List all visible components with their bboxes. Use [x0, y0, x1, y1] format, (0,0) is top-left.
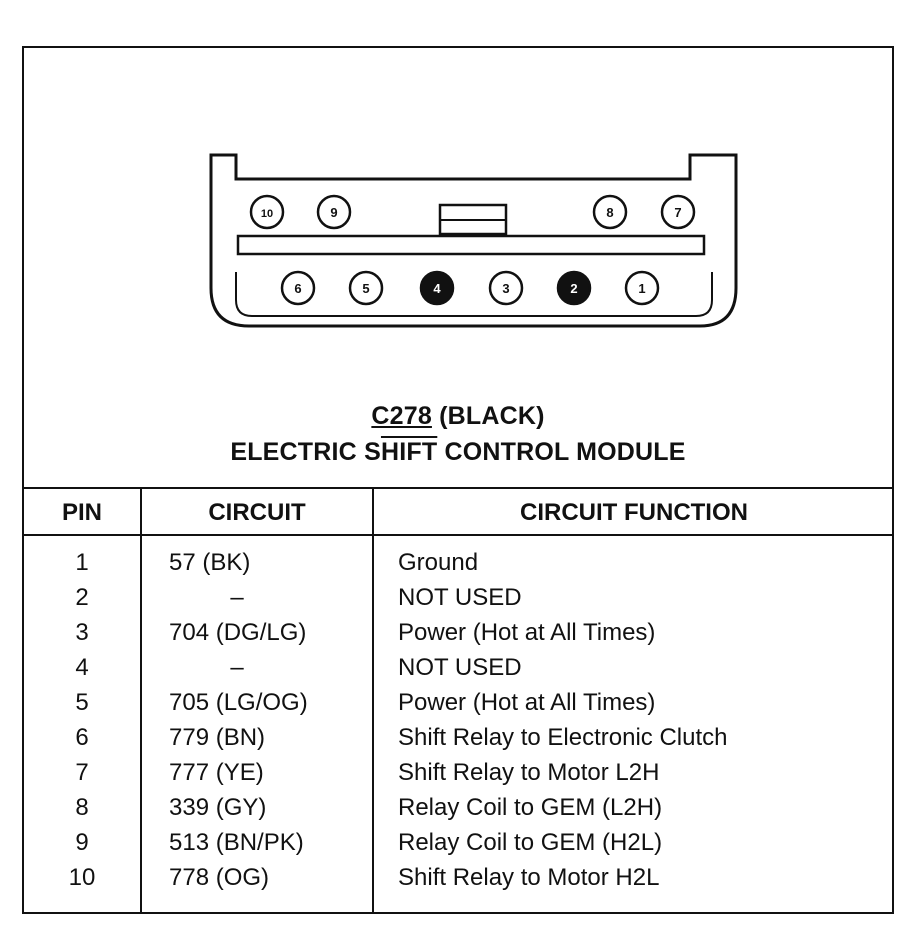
header-pin: PIN — [61, 499, 102, 526]
pin-10: 10 — [249, 194, 285, 230]
table-row: 6 779 (BN) Shift Relay to Electronic Clutc… — [24, 720, 892, 755]
pin-4: 4 — [419, 270, 455, 306]
function-cell: Shift Relay to Motor L2H — [398, 759, 660, 786]
pin-cell: 3 — [75, 619, 89, 646]
pin-8: 8 — [592, 194, 628, 230]
pin-5: 5 — [348, 270, 384, 306]
function-cell: NOT USED — [398, 584, 522, 611]
function-cell: Ground — [398, 549, 479, 576]
function-cell: Relay Coil to GEM (L2H) — [398, 794, 663, 821]
pin-circle — [592, 194, 628, 230]
pin-cell: 1 — [75, 549, 89, 576]
pin-2: 2 — [556, 270, 592, 306]
pin-1: 1 — [624, 270, 660, 306]
table-row: 9 513 (BN/PK) Relay Coil to GEM (H2L) — [24, 825, 892, 860]
pin-number-label: 4 — [433, 281, 441, 296]
connector-face-drawing: 10 9 8 7 6 5 4 3 2 1 — [209, 153, 738, 328]
circuit-cell: 57 (BK) — [169, 549, 251, 576]
circuit-cell: 513 (BN/PK) — [169, 829, 304, 856]
table-row: 10 778 (OG) Shift Relay to Motor H2L — [24, 860, 892, 895]
table-row: 5 705 (LG/OG) Power (Hot at All Times) — [24, 685, 892, 720]
function-cell: Power (Hot at All Times) — [398, 619, 656, 646]
circuit-cell: – — [230, 584, 244, 611]
pin-number-label: 6 — [294, 281, 301, 296]
column-divider — [372, 489, 374, 914]
pin-circle — [316, 194, 352, 230]
pin-circle — [249, 194, 285, 230]
pin-cell: 4 — [75, 654, 89, 681]
pin-cell: 7 — [75, 759, 89, 786]
header-circuit-function: CIRCUIT FUNCTION — [520, 499, 748, 526]
circuit-cell: 777 (YE) — [169, 759, 264, 786]
table-body: 1 57 (BK) Ground 2 – NOT USED 3 704 (DG/LG) Po… — [24, 545, 892, 895]
connector-id: C278 — [371, 402, 432, 430]
pin-number-label: 2 — [570, 281, 577, 296]
pinout-table: PIN CIRCUIT CIRCUIT FUNCTION 1 57 (BK) Gro… — [24, 489, 892, 914]
table-row: 7 777 (YE) Shift Relay to Motor L2H — [24, 755, 892, 790]
pin-cell: 9 — [75, 829, 89, 856]
pin-circle — [556, 270, 592, 306]
function-cell: NOT USED — [398, 654, 522, 681]
function-cell: Relay Coil to GEM (H2L) — [398, 829, 663, 856]
pin-number-label: 5 — [362, 281, 369, 296]
pin-7: 7 — [660, 194, 696, 230]
pin-circle — [624, 270, 660, 306]
table-row: 4 – NOT USED — [24, 650, 892, 685]
pin-number-label: 9 — [330, 205, 337, 220]
circuit-cell: 779 (BN) — [169, 724, 266, 751]
header-divider — [24, 534, 892, 536]
function-cell: Shift Relay to Electronic Clutch — [398, 724, 728, 751]
pin-number-label: 3 — [502, 281, 509, 296]
pin-circle — [660, 194, 696, 230]
pin-number-label: 1 — [638, 281, 645, 296]
pin-cell: 6 — [75, 724, 89, 751]
bottom-pin-row: 6 5 4 3 2 1 — [280, 270, 660, 306]
module-title-prefix: ELECTRIC S — [230, 438, 381, 466]
pin-number-label: 8 — [606, 205, 613, 220]
connector-diagram-area: 10 9 8 7 6 5 4 3 2 1 C278 (BLACK) ELECTRIC SHIFT… — [24, 48, 892, 489]
top-pin-row: 10 9 8 7 — [249, 194, 696, 230]
circuit-cell: – — [230, 654, 244, 681]
pin-3: 3 — [488, 270, 524, 306]
connector-housing — [209, 153, 738, 328]
pin-circle — [488, 270, 524, 306]
module-title-suffix: CONTROL MODULE — [437, 438, 686, 466]
pin-circle — [348, 270, 384, 306]
pin-6: 6 — [280, 270, 316, 306]
module-title-overlined: HIFT — [380, 438, 438, 466]
pinout-frame: 10 9 8 7 6 5 4 3 2 1 C278 (BLACK) ELECTRIC SHIFT… — [22, 46, 894, 914]
pin-cell: 5 — [75, 689, 89, 716]
table-row: 1 57 (BK) Ground — [24, 545, 892, 580]
circuit-cell: 704 (DG/LG) — [169, 619, 307, 646]
keying-rail — [236, 234, 706, 256]
circuit-cell: 339 (GY) — [169, 794, 267, 821]
connector-inner-outline — [235, 272, 713, 317]
pin-cell: 2 — [75, 584, 89, 611]
table-row: 3 704 (DG/LG) Power (Hot at All Times) — [24, 615, 892, 650]
pin-number-label: 10 — [261, 208, 273, 220]
pin-circle — [280, 270, 316, 306]
pin-cell: 8 — [75, 794, 89, 821]
pin-9: 9 — [316, 194, 352, 230]
module-title: ELECTRIC SHIFT CONTROL MODULE — [24, 438, 892, 467]
table-row: 2 – NOT USED — [24, 580, 892, 615]
circuit-cell: 778 (OG) — [169, 864, 270, 891]
function-cell: Power (Hot at All Times) — [398, 689, 656, 716]
connector-title: C278 (BLACK) — [24, 402, 892, 431]
header-circuit: CIRCUIT — [208, 499, 306, 526]
function-cell: Shift Relay to Motor H2L — [398, 864, 660, 891]
pin-cell: 10 — [68, 864, 96, 891]
table-row: 8 339 (GY) Relay Coil to GEM (L2H) — [24, 790, 892, 825]
column-divider — [140, 489, 142, 914]
circuit-cell: 705 (LG/OG) — [169, 689, 308, 716]
pin-circle — [419, 270, 455, 306]
pin-number-label: 7 — [674, 205, 681, 220]
connector-color: (BLACK) — [439, 402, 545, 430]
